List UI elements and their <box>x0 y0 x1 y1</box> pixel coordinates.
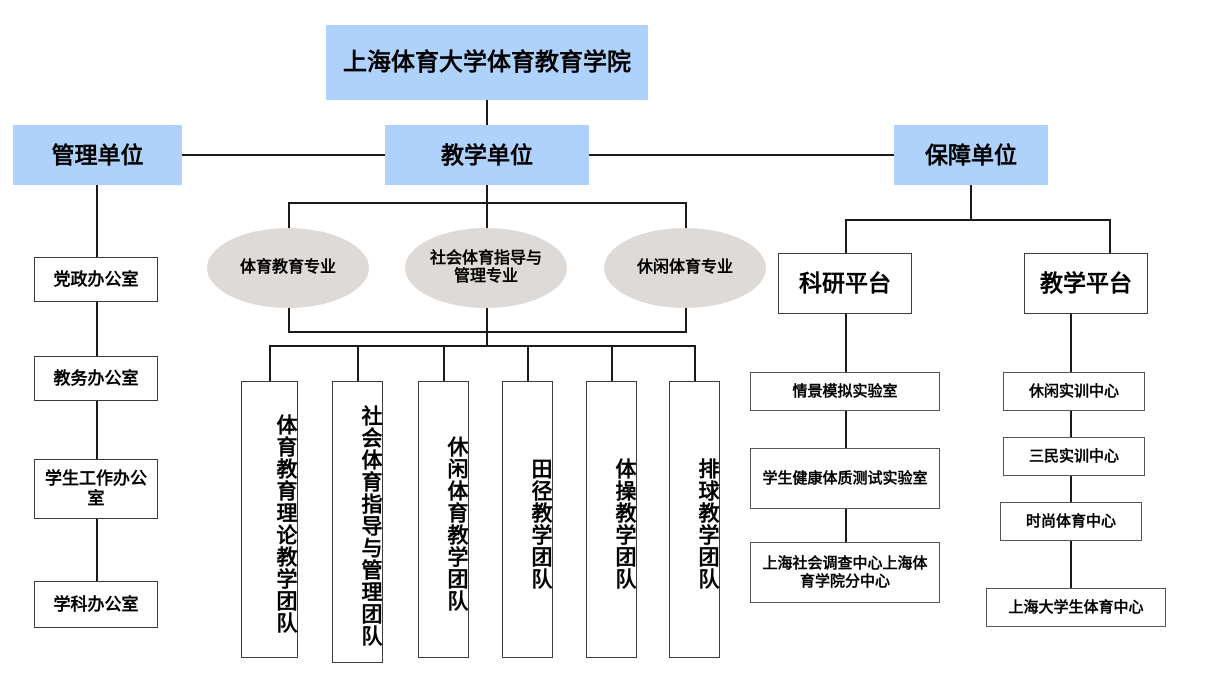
connector-bus-to-team1 <box>269 345 271 381</box>
node-research-center-diaocha[interactable]: 上海社会调查中心上海体育学院分中心 <box>750 542 940 603</box>
connector-bus-to-major3 <box>685 202 687 232</box>
connector-team-bus <box>269 345 694 347</box>
node-research-lab-tizhiceshi[interactable]: 学生健康体质测试实验室 <box>750 448 940 509</box>
connector-bus-to-team5 <box>611 345 613 381</box>
node-office-xueshenggongzuo[interactable]: 学生工作办公室 <box>34 459 158 519</box>
node-team-tianjing[interactable]: 田径教学团队 <box>502 381 553 658</box>
connector-management-chain <box>96 185 98 257</box>
node-office-dangzheng[interactable]: 党政办公室 <box>34 257 158 302</box>
connector-bus-to-major1 <box>288 202 290 232</box>
node-major-tiyujiaoyu[interactable]: 体育教育专业 <box>207 228 369 308</box>
connector-research-chain2 <box>845 411 847 448</box>
connector-bus-to-major2 <box>486 202 488 232</box>
node-team-ticao[interactable]: 体操教学团队 <box>586 381 637 658</box>
connector-support-down <box>970 185 972 220</box>
connector-research-chain1 <box>845 314 847 372</box>
connector-research-chain3 <box>845 509 847 542</box>
node-support-unit[interactable]: 保障单位 <box>894 125 1048 185</box>
connector-bus-to-research <box>845 219 847 253</box>
node-root[interactable]: 上海体育大学体育教育学院 <box>326 25 648 100</box>
connector-teaching-down <box>486 185 488 203</box>
connector-teachplatform-chain1 <box>1070 314 1072 372</box>
connector-bus-to-team6 <box>694 345 696 381</box>
node-teachplatform-xiuxian[interactable]: 休闲实训中心 <box>1003 372 1145 411</box>
connector-bus-to-team4 <box>527 345 529 381</box>
connector-teaching-to-support <box>589 154 894 156</box>
node-research-lab-qingjing[interactable]: 情景模拟实验室 <box>750 372 940 411</box>
connector-teachplatform-chain2 <box>1070 411 1072 437</box>
node-platform-teaching[interactable]: 教学平台 <box>1024 253 1148 314</box>
connector-bus-to-team2 <box>357 345 359 381</box>
connector-management-to-teaching <box>182 154 386 156</box>
connector-teachplatform-chain3 <box>1070 476 1072 502</box>
connector-major2-down <box>486 308 488 346</box>
connector-bus-to-team3 <box>443 345 445 381</box>
node-team-tiyujiaoyulilun[interactable]: 体育教育理论教学团队 <box>241 381 298 658</box>
node-teachplatform-daxuesheng[interactable]: 上海大学生体育中心 <box>986 588 1166 627</box>
node-teachplatform-shishang[interactable]: 时尚体育中心 <box>1000 502 1142 541</box>
node-management-unit[interactable]: 管理单位 <box>13 125 182 185</box>
node-major-xiuxiantiyu[interactable]: 休闲体育专业 <box>604 228 766 308</box>
connector-office1-office2 <box>96 302 98 356</box>
connector-teachplatform-chain4 <box>1070 541 1072 588</box>
node-team-shehuitiyuzhidao[interactable]: 社会体育指导与管理团队 <box>332 381 383 663</box>
node-platform-research[interactable]: 科研平台 <box>778 253 912 314</box>
connector-platform-bus <box>845 219 1110 221</box>
node-teaching-unit[interactable]: 教学单位 <box>385 125 589 185</box>
connector-major3-down <box>685 308 687 332</box>
connector-major1-down <box>288 308 290 332</box>
connector-major-join-bus <box>288 331 687 333</box>
node-teachplatform-sanmin[interactable]: 三民实训中心 <box>1003 437 1145 476</box>
node-major-shehuitiyu[interactable]: 社会体育指导与管理专业 <box>405 228 567 308</box>
node-office-xueke[interactable]: 学科办公室 <box>34 581 158 628</box>
connector-office3-office4 <box>96 519 98 581</box>
connector-root-to-teaching <box>486 100 488 125</box>
node-team-paiqiu[interactable]: 排球教学团队 <box>669 381 720 658</box>
node-office-jiaowu[interactable]: 教务办公室 <box>34 356 158 401</box>
connector-office2-office3 <box>96 401 98 459</box>
connector-bus-to-teachplatform <box>1109 219 1111 253</box>
node-team-xiuxiantiyu[interactable]: 休闲体育教学团队 <box>418 381 469 658</box>
